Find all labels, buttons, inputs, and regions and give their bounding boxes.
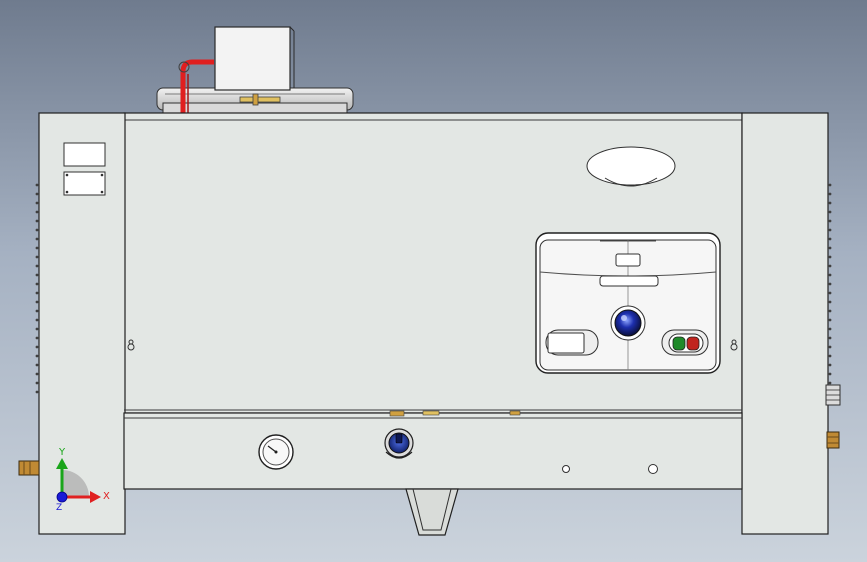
vent-dot <box>828 201 832 205</box>
vent-dot <box>35 327 39 331</box>
lower-hole-left <box>562 465 570 473</box>
control-box-handle-slot <box>599 275 659 287</box>
vent-dot <box>35 300 39 304</box>
triad-z-axis <box>56 491 68 503</box>
vent-dot <box>35 390 39 394</box>
vent-dot <box>35 228 39 232</box>
vent-dot <box>35 336 39 340</box>
pressure-gauge-icon[interactable] <box>258 434 294 470</box>
vent-dot <box>828 354 832 358</box>
lower-hole-right <box>648 464 658 474</box>
vent-dot <box>35 210 39 214</box>
vent-dot <box>828 309 832 313</box>
vent-dot <box>828 381 832 385</box>
lower-front-panel[interactable] <box>123 409 743 490</box>
control-box[interactable] <box>535 232 721 374</box>
vent-dot <box>35 345 39 349</box>
vent-dot <box>828 228 832 232</box>
vent-dot <box>828 282 832 286</box>
vent-dot <box>828 327 832 331</box>
filter-box[interactable] <box>214 26 291 91</box>
right-cable-gland[interactable] <box>825 384 841 406</box>
right-side-pillar[interactable] <box>741 112 841 535</box>
vent-dot <box>35 282 39 286</box>
vent-dot <box>828 363 832 367</box>
triad-x-label: X <box>103 491 110 502</box>
vent-dot <box>828 246 832 250</box>
vent-dot <box>828 237 832 241</box>
drain-chute[interactable] <box>405 488 459 536</box>
axis-triad-icon: Y X Z <box>56 447 110 513</box>
vent-dot <box>35 372 39 376</box>
vent-dot <box>828 336 832 340</box>
right-brass-fitting[interactable] <box>826 431 840 449</box>
top-tank-assembly[interactable] <box>156 26 354 116</box>
vent-dot <box>35 192 39 196</box>
triad-y-label: Y <box>58 447 66 458</box>
vent-dot <box>828 291 832 295</box>
left-side-pillar[interactable] <box>18 112 126 535</box>
vent-dot <box>828 210 832 214</box>
left-vent-dots <box>35 183 39 394</box>
vent-dot <box>35 291 39 295</box>
vent-dot <box>35 354 39 358</box>
label-plate-bottom <box>63 171 106 196</box>
vent-dot <box>35 255 39 259</box>
vent-dot <box>828 300 832 304</box>
vent-dot <box>35 309 39 313</box>
vent-dot <box>828 219 832 223</box>
vent-dot <box>35 237 39 241</box>
vent-dot <box>35 264 39 268</box>
vent-dot <box>35 183 39 187</box>
oval-label-plate <box>586 146 676 186</box>
vent-dot <box>828 372 832 376</box>
vent-dot <box>828 345 832 349</box>
label-plate-top <box>63 142 106 167</box>
vent-dot <box>35 219 39 223</box>
vent-dot <box>828 192 832 196</box>
vent-dot <box>828 264 832 268</box>
vent-dot <box>35 246 39 250</box>
vent-dot <box>35 273 39 277</box>
vent-dot <box>828 255 832 259</box>
vent-dot <box>828 273 832 277</box>
rocker-switch-icon[interactable] <box>661 329 709 356</box>
vent-dot <box>828 183 832 187</box>
right-vent-dots <box>828 183 832 394</box>
vent-dot <box>35 201 39 205</box>
control-box-latch[interactable] <box>615 253 641 267</box>
vent-dot <box>828 318 832 322</box>
selector-knob-icon[interactable] <box>384 428 414 459</box>
blue-indicator-light-icon[interactable] <box>610 305 646 341</box>
triad-z-label: Z <box>56 503 62 513</box>
left-rocker-button[interactable] <box>545 329 599 356</box>
vent-dot <box>35 318 39 322</box>
vent-dot <box>35 381 39 385</box>
left-brass-fitting[interactable] <box>18 460 40 476</box>
vent-dot <box>35 363 39 367</box>
